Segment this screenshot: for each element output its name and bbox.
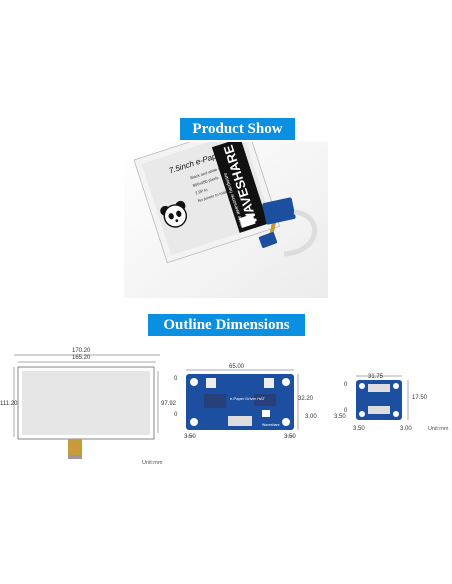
photo-feature-3: 2.9P to bbox=[194, 187, 208, 196]
photo-adapter-board bbox=[258, 232, 278, 248]
adapter-right-offset: 3.00 bbox=[400, 426, 412, 432]
hat-outline-drawing: e-Paper Driver HAT Waveshare bbox=[186, 369, 299, 437]
hat-width: 65.00 bbox=[229, 364, 245, 370]
panda-icon bbox=[160, 200, 188, 228]
outline-dimensions-banner: Outline Dimensions bbox=[148, 314, 305, 336]
display-active-area bbox=[22, 371, 150, 435]
display-height-inner: 97.92 bbox=[161, 401, 177, 407]
product-photo: 7.5inch e-Paper Black and white color 80… bbox=[124, 142, 328, 298]
product-show-banner: Product Show bbox=[180, 118, 295, 140]
display-height-outer: 111.20 bbox=[0, 401, 18, 407]
adapter-top-offset: 0 bbox=[344, 382, 348, 388]
adapter-side-offset: 3.50 bbox=[334, 414, 346, 420]
hat-waveshare-logo-icon bbox=[262, 410, 270, 417]
display-unit: Unit:mm bbox=[142, 460, 163, 466]
hat-top-offset: 0 bbox=[174, 376, 178, 382]
display-fpc bbox=[68, 439, 82, 455]
hat-board-label: e-Paper Driver HAT bbox=[230, 396, 265, 401]
adapter-board bbox=[356, 380, 402, 420]
adapter-outline-drawing bbox=[356, 375, 409, 420]
adapter-height: 17.50 bbox=[412, 395, 428, 401]
adapter-left-offset: 3.50 bbox=[353, 426, 365, 432]
hat-brand-label: Waveshare bbox=[262, 423, 280, 427]
photo-driver-hat bbox=[262, 197, 296, 225]
adapter-width: 31.75 bbox=[368, 374, 384, 380]
hat-side-offset: 3.00 bbox=[305, 414, 317, 420]
waveshare-logo-icon bbox=[239, 214, 256, 228]
hat-height: 32.20 bbox=[298, 396, 314, 402]
display-width-outer: 170.20 bbox=[72, 348, 91, 354]
display-outline-drawing bbox=[13, 354, 160, 459]
hat-bottom-offset: 0 bbox=[174, 412, 178, 418]
adapter-unit: Unit:mm bbox=[428, 426, 449, 432]
hat-left-offset: 3.50 bbox=[184, 434, 196, 440]
adapter-bottom-offset: 0 bbox=[344, 408, 348, 414]
hat-right-offset: 3.50 bbox=[284, 434, 296, 440]
display-width-inner: 165.20 bbox=[72, 355, 91, 361]
